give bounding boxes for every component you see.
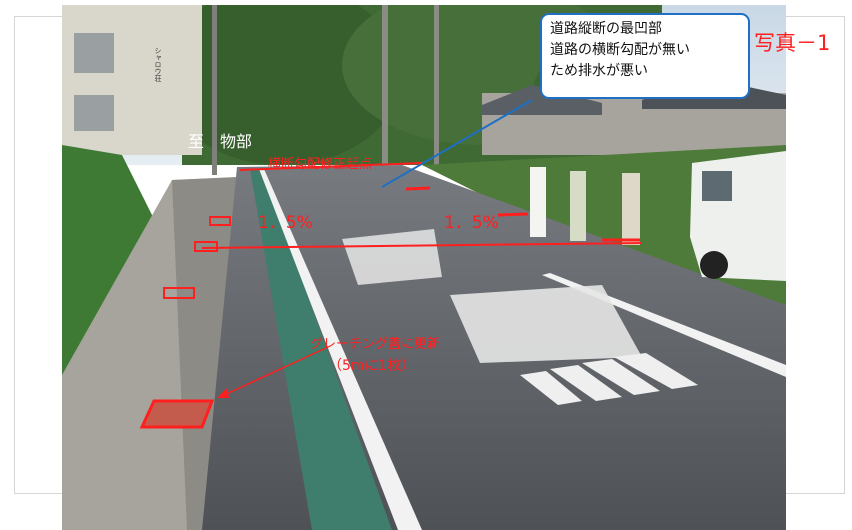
van-window [702,171,732,201]
grating-arrow-head [217,388,229,398]
stop-text-upper [342,229,442,285]
slope-start-label: 横断勾配修正起点 [268,157,372,172]
slope-right-label: 1．5% [444,213,499,233]
photo-number-label: 写真－1 [754,31,831,55]
curb [172,177,237,530]
person [622,173,640,245]
grating-marker [194,241,218,252]
utility-pole [212,5,217,175]
slope-left-label: 1．5% [258,213,313,233]
stop-stripe [614,353,698,389]
stop-stripe [520,371,582,405]
stop-stripe [550,365,622,401]
grating-marker [163,287,195,299]
grating-note: （5mに1枚） [328,358,415,374]
slope-start-line [239,162,423,171]
grating-marker-large [139,399,215,429]
callout-line: 道路の横断勾配が無い [550,42,690,58]
building-sign: シャロウ荘 [154,47,162,83]
grating-marker [209,216,231,226]
tree-crown [162,5,402,165]
building-window [74,95,114,131]
person [530,167,546,237]
callout-box: 道路縦断の最凹部 道路の横断勾配が無い ため排水が悪い [540,13,750,99]
slope-mark [497,212,529,217]
person [570,171,586,241]
utility-pole [382,5,388,175]
grating-label: グレーチング蓋に更新 [310,336,440,352]
building-window [74,33,114,73]
slope-mark [405,186,431,191]
van-wheel [700,251,728,279]
grating-arrow [219,346,329,398]
slope-line [201,242,643,249]
callout-line: ため排水が悪い [550,63,648,79]
stop-text-lower [450,285,642,363]
callout-line: 道路縦断の最凹部 [550,21,662,37]
stop-stripe [582,359,660,395]
house-roof [482,85,602,115]
direction-label: 至 物部 [188,132,252,151]
utility-pole [434,5,439,165]
edge-line [259,169,422,530]
callout-pointer [381,99,533,188]
building-left [62,5,202,155]
